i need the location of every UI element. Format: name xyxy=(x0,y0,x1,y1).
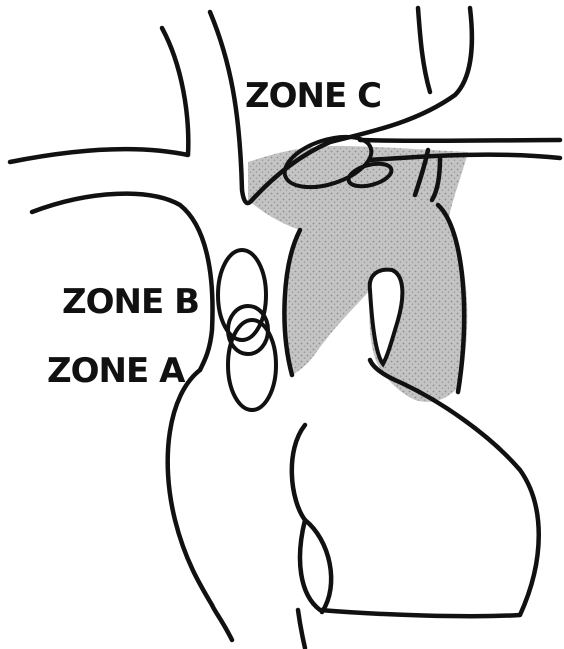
zone-b-label: ZONE B xyxy=(62,282,199,322)
zone-c-label: ZONE C xyxy=(245,76,381,116)
lower-vessel-stub xyxy=(298,610,305,648)
upper-right-branch xyxy=(418,8,430,92)
heart-outline xyxy=(168,370,212,605)
zone-a-label: ZONE A xyxy=(47,351,186,391)
zone-a-b-overlap-ring xyxy=(228,306,268,354)
heart-lower-contour xyxy=(212,605,232,640)
left-vessel-outer-wall xyxy=(10,28,188,162)
right-lateral-vessel-top xyxy=(360,140,560,141)
